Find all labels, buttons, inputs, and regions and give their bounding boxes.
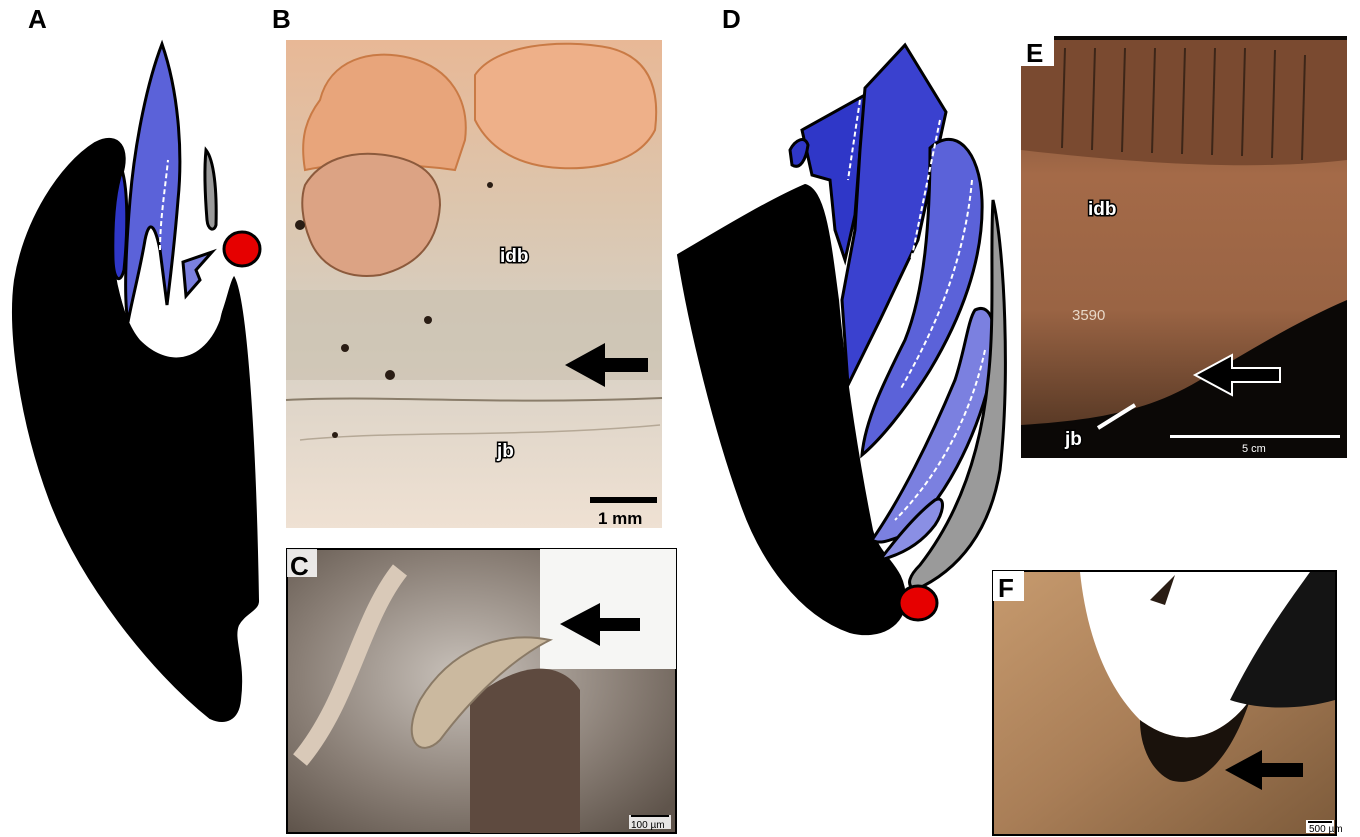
panel-b-label-jb: jb — [496, 441, 514, 462]
panel-b-speck — [487, 182, 493, 188]
panel-e-specimen-number: 3590 — [1072, 307, 1105, 324]
panel-b-speck — [424, 316, 432, 324]
panel-e: E idb 3590 jb 5 cm — [1021, 36, 1347, 458]
panel-b-letter: B — [272, 4, 291, 34]
panel-f-letter: F — [998, 573, 1014, 603]
panel-a: A — [13, 4, 260, 721]
panel-f: F 500 µm — [993, 571, 1343, 835]
panel-b-scale-label: 1 mm — [598, 509, 642, 528]
panel-d-tooth-2 — [790, 140, 808, 167]
panel-b-speck — [341, 344, 349, 352]
panel-e-scale-label: 5 cm — [1242, 443, 1266, 455]
panel-a-grey-element — [205, 150, 216, 229]
panel-d-red-marker — [899, 586, 937, 620]
panel-f-scale-label: 500 µm — [1309, 824, 1343, 835]
panel-a-red-marker — [224, 232, 260, 266]
panel-b-speck — [385, 370, 395, 380]
panel-c-clear-area — [540, 549, 676, 669]
panel-b-speck — [295, 220, 305, 230]
panel-b-scale-bar — [590, 497, 657, 503]
panel-e-scale-bar — [1170, 435, 1340, 438]
panel-e-label-idb: idb — [1088, 199, 1117, 220]
panel-e-label-jb: jb — [1064, 429, 1082, 450]
panel-b: B idb jb 1 mm — [272, 4, 662, 528]
panel-c-bone — [470, 669, 580, 833]
panel-b-tooth-right — [475, 44, 656, 169]
panel-d: D — [678, 4, 1005, 634]
panel-c-letter: C — [290, 551, 309, 581]
panel-d-letter: D — [722, 4, 741, 34]
panel-f-scale-bar — [1308, 821, 1332, 823]
panel-c-scale-bar — [631, 815, 669, 817]
panel-a-letter: A — [28, 4, 47, 34]
panel-c: C 100 µm — [287, 549, 676, 833]
panel-e-letter: E — [1026, 38, 1043, 68]
panel-b-label-idb: idb — [500, 246, 529, 267]
panel-b-speck — [332, 432, 338, 438]
panel-c-scale-label: 100 µm — [631, 820, 665, 831]
